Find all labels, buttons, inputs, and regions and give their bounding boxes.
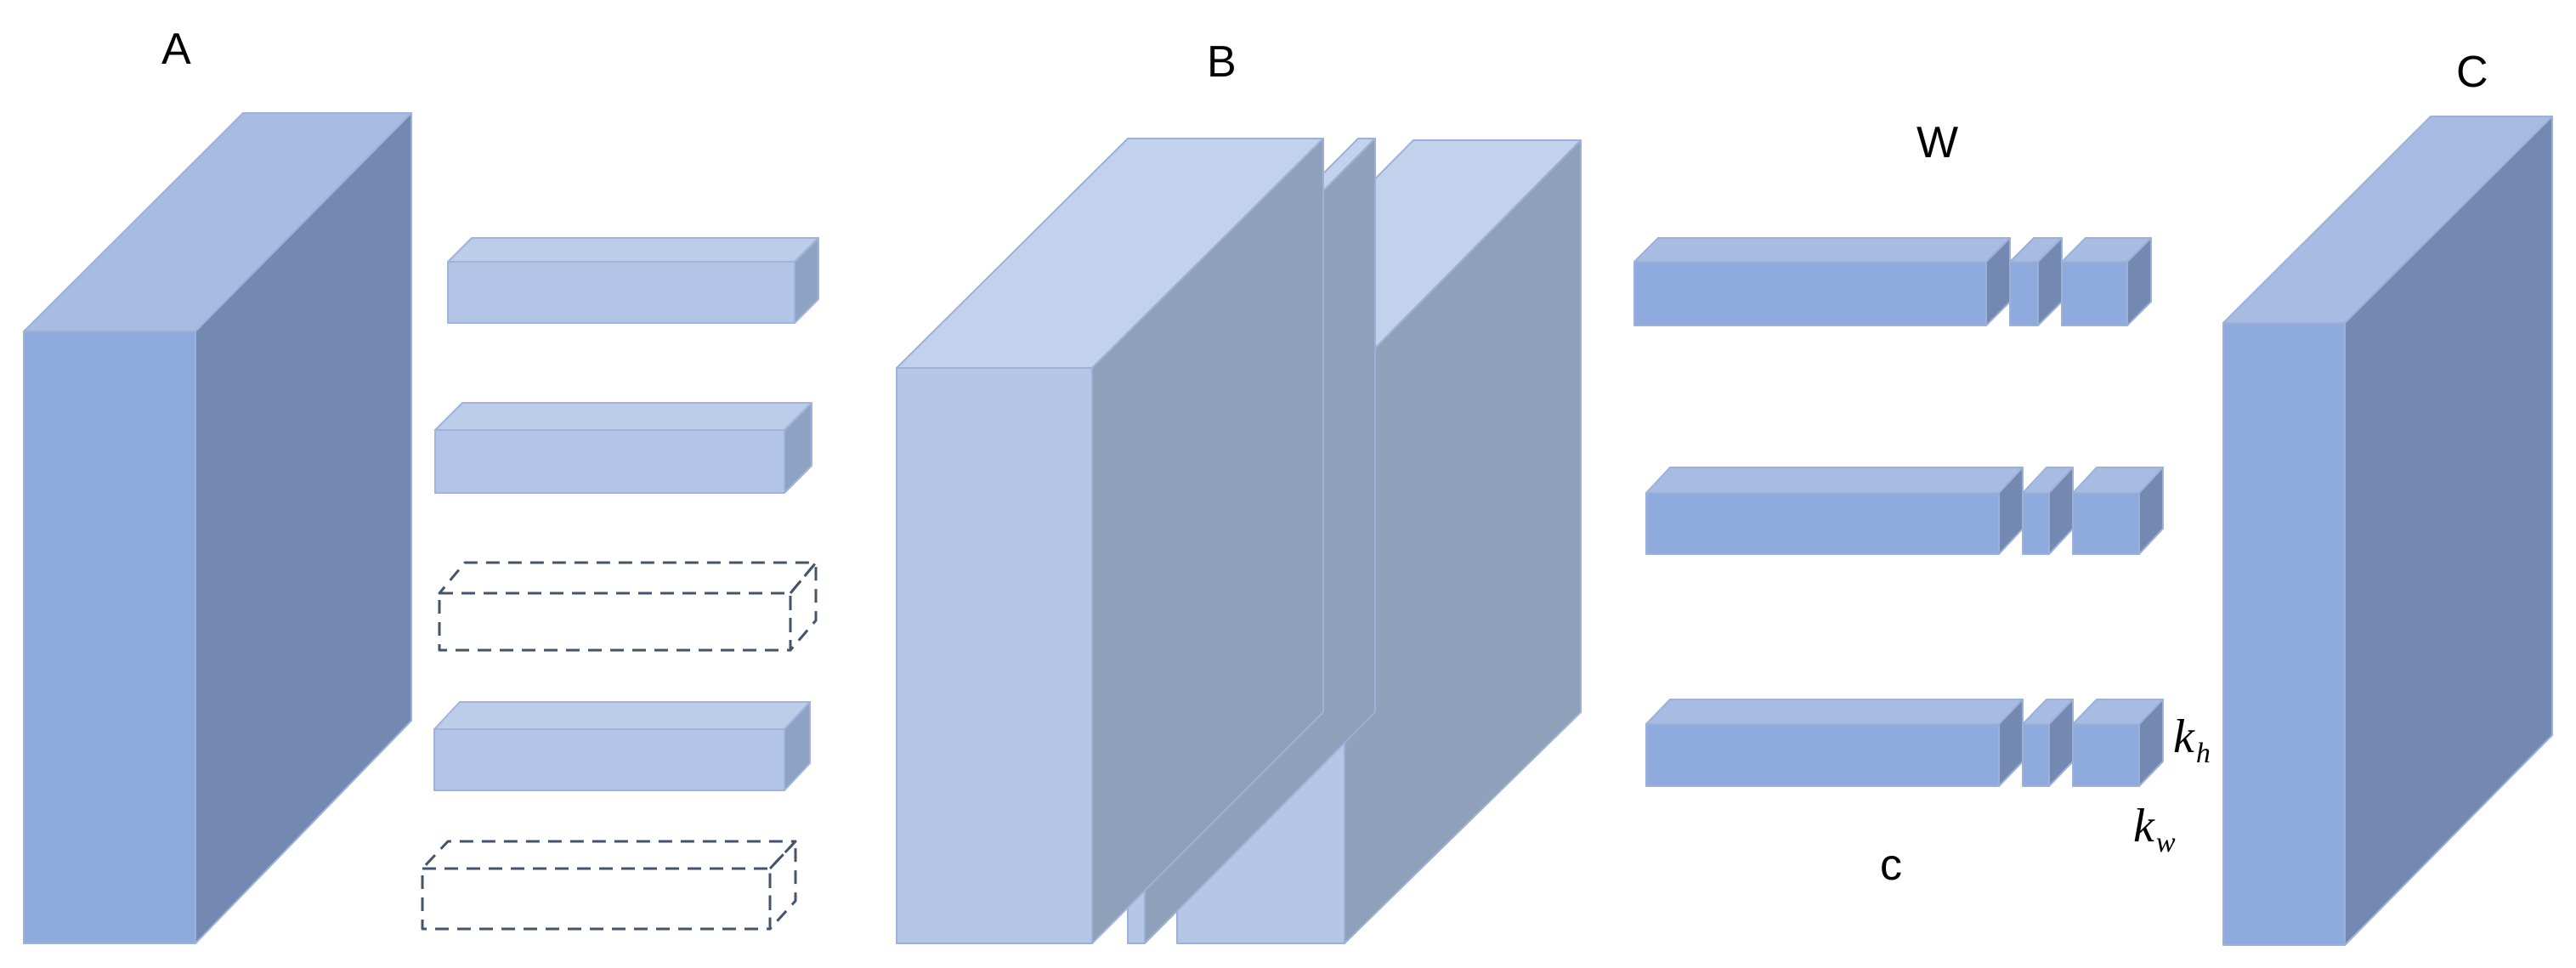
- row-vector-3-side: [789, 561, 818, 652]
- row-vector-5-front: [421, 867, 772, 931]
- kernel-row-2: [1645, 467, 2164, 555]
- row-vector-3-top: [438, 561, 818, 595]
- label-kh-sub: h: [2196, 738, 2211, 769]
- tensor-b-slab-front-front: [896, 367, 1093, 944]
- kernel-row-3-cube-side: [2138, 699, 2164, 787]
- row-vector-2: [434, 402, 812, 494]
- row-vector-2-side: [784, 402, 812, 494]
- row-vector-3-dropped: [438, 561, 818, 652]
- kernel-row-1-cube-front: [2061, 261, 2128, 326]
- row-vector-5-top: [421, 840, 797, 870]
- kernel-row-2-thin-front: [2022, 492, 2050, 555]
- tensor-b-slab-front-side: [1091, 138, 1324, 944]
- row-vector-2-front: [434, 429, 785, 494]
- label-kw-sub: w: [2156, 827, 2176, 858]
- tensor-b-slab-back-side: [1344, 139, 1582, 944]
- label-kh: kh: [2173, 710, 2211, 769]
- kernel-row-2-bar-top: [1645, 467, 2024, 494]
- tensor-a-front: [23, 331, 196, 944]
- row-vector-4-top: [433, 701, 811, 730]
- label-kh-base: k: [2173, 710, 2195, 763]
- label-a: A: [161, 25, 191, 74]
- tensor-b: [896, 138, 1582, 944]
- tensor-a-side: [195, 112, 412, 944]
- kernel-row-1-thin-front: [2009, 261, 2039, 326]
- kernel-row-2-cube-side: [2138, 467, 2164, 555]
- tensor-c: [2222, 116, 2553, 946]
- label-kw: kw: [2133, 800, 2176, 858]
- row-vector-3-front: [438, 592, 792, 652]
- kernel-row-3-cube-front: [2072, 723, 2140, 787]
- label-c-channel: c: [1880, 841, 1902, 890]
- label-kw-base: k: [2133, 800, 2155, 852]
- row-vector-4-side: [784, 701, 811, 791]
- tensor-b-slab-front: [896, 138, 1324, 944]
- kernel-row-1-bar-top: [1633, 237, 2011, 263]
- row-vector-4-front: [433, 728, 785, 791]
- row-vector-1-top: [447, 237, 819, 263]
- row-vector-5-dropped: [421, 840, 797, 931]
- tensor-a: [23, 112, 412, 944]
- row-vector-1: [447, 237, 819, 324]
- row-vector-2-top: [434, 402, 812, 431]
- row-vector-1-side: [794, 237, 819, 324]
- kernel-row-3: [1645, 699, 2164, 787]
- label-w: W: [1916, 118, 1958, 167]
- kernel-row-3-bar-front: [1645, 723, 2000, 787]
- label-b: B: [1207, 37, 1237, 87]
- kernel-row-2-cube-front: [2072, 492, 2140, 555]
- kernel-row-1: [1633, 237, 2152, 326]
- tensor-c-front: [2222, 322, 2346, 946]
- kernel-row-1-cube-side: [2126, 237, 2152, 326]
- label-c-tensor: C: [2456, 48, 2488, 97]
- row-vector-4: [433, 701, 811, 791]
- kernel-row-1-bar-front: [1633, 261, 1987, 326]
- row-vector-5-side: [768, 840, 797, 931]
- kernel-row-3-thin-front: [2022, 723, 2050, 787]
- tensor-c-side: [2344, 116, 2553, 946]
- kernel-row-3-bar-top: [1645, 699, 2024, 725]
- kernel-row-2-bar-front: [1645, 492, 2000, 555]
- row-vector-1-front: [447, 261, 795, 324]
